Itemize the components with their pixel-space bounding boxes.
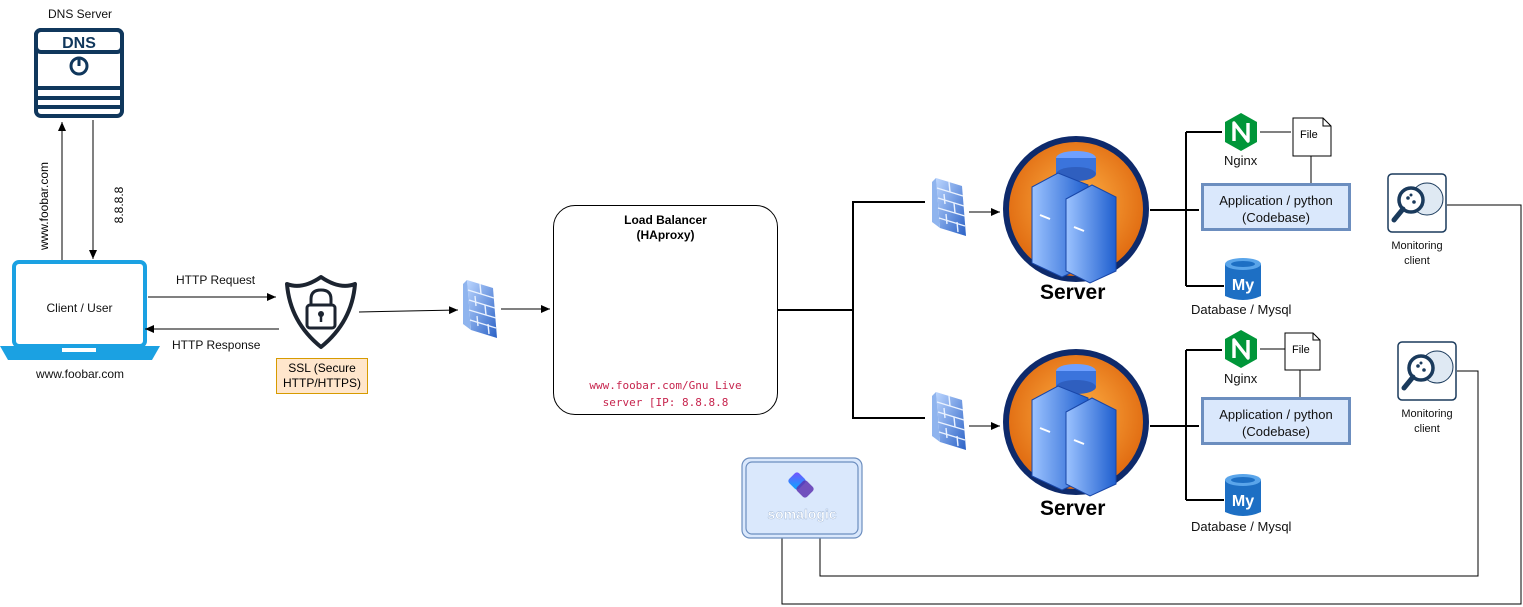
monitoring-client-icon	[1397, 341, 1457, 401]
lb-url-line2: server [IP: 8.8.8.8	[602, 396, 729, 409]
ssl-label-line2: HTTP/HTTPS)	[283, 376, 361, 390]
codebase-label: (Codebase)	[1242, 210, 1310, 225]
server-label: Server	[1040, 281, 1106, 304]
nginx-icon	[1225, 330, 1257, 368]
client-label: Client / User	[46, 301, 113, 315]
monitoring-label-line2: client	[1414, 423, 1440, 435]
mysql-icon: My	[1225, 474, 1261, 516]
file-label: File	[1300, 129, 1318, 141]
server1-branch-lines	[1150, 131, 1224, 287]
monitoring-client-label: Monitoring client	[1381, 239, 1453, 269]
laptop-icon	[0, 260, 160, 360]
monitoring-label-line1: Monitoring	[1391, 240, 1443, 252]
lb-to-server2-line	[852, 310, 925, 419]
client-domain-label: www.foobar.com	[35, 367, 125, 381]
server2-branch-lines	[1150, 349, 1224, 501]
http-response-label: HTTP Response	[172, 338, 261, 352]
lb-title: Load Balancer	[624, 213, 707, 227]
sumologic-box: somalogic	[741, 457, 863, 539]
nginx-label: Nginx	[1224, 371, 1258, 386]
database-label: Database / Mysql	[1191, 302, 1292, 317]
ssl-label-line1: SSL (Secure	[288, 361, 356, 375]
dns-server-title: DNS Server	[48, 7, 113, 21]
dns-badge: DNS	[62, 35, 96, 52]
dns-query-label: www.foobar.com	[37, 161, 51, 251]
svg-text:My: My	[1232, 277, 1254, 294]
firewall-icon	[463, 280, 497, 338]
ssl-to-firewall-arrow	[358, 306, 459, 315]
sumologic-label: somalogic	[767, 506, 836, 522]
application-label: Application / python	[1219, 193, 1333, 208]
mysql-icon: My	[1225, 258, 1261, 300]
server-label: Server	[1040, 497, 1106, 520]
server-icon	[1003, 136, 1149, 284]
firewall-icon	[932, 178, 966, 236]
load-balancer-box: Load Balancer (HAproxy) www.foobar.com/G…	[553, 205, 778, 415]
application-label: Application / python	[1219, 407, 1333, 422]
application-box: Application / python (Codebase)	[1201, 183, 1351, 231]
file-icon	[1292, 117, 1332, 157]
monitoring-label-line2: client	[1404, 255, 1430, 267]
file-icon	[1284, 332, 1321, 371]
monitoring-client-label: Monitoring client	[1391, 407, 1463, 437]
application-box: Application / python (Codebase)	[1201, 397, 1351, 445]
ssl-shield-icon	[285, 275, 357, 349]
nginx-icon	[1225, 113, 1257, 151]
firewall-icon	[932, 392, 966, 450]
sumologic-logo-icon	[788, 472, 814, 498]
codebase-label: (Codebase)	[1242, 424, 1310, 439]
lb-subtitle: (HAproxy)	[636, 228, 695, 242]
dns-server-icon: DNS	[34, 28, 124, 118]
file-label: File	[1292, 344, 1310, 356]
lb-to-server1-line	[777, 201, 925, 311]
monitoring-client-icon	[1387, 173, 1447, 233]
monitor1-to-sumo-line	[781, 204, 1522, 605]
ssl-label-box: SSL (Secure HTTP/HTTPS)	[276, 358, 368, 394]
server-icon	[1003, 349, 1149, 497]
database-label: Database / Mysql	[1191, 519, 1292, 534]
dns-answer-label: 8.8.8.8	[112, 186, 126, 224]
http-request-label: HTTP Request	[176, 273, 256, 287]
nginx-label: Nginx	[1224, 153, 1258, 168]
monitor2-to-sumo-line	[819, 370, 1479, 577]
lb-url-line1: www.foobar.com/Gnu Live	[589, 379, 742, 392]
svg-text:My: My	[1232, 493, 1254, 510]
monitoring-label-line1: Monitoring	[1401, 408, 1453, 420]
